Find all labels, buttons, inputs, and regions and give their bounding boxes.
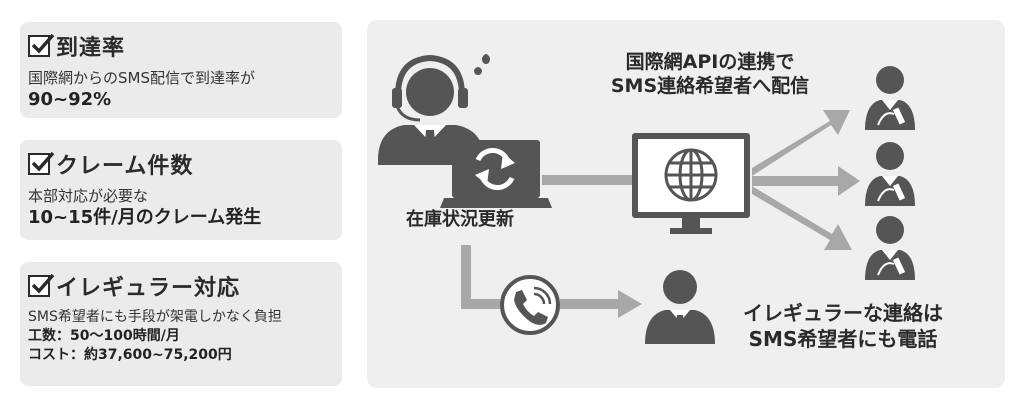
refresh-arrow-head	[475, 169, 489, 185]
irregular-call-label-line2: SMS希望者にも電話	[748, 327, 938, 351]
monitor-stand	[682, 218, 700, 228]
recipient-person-icon-bottom	[865, 216, 915, 280]
laptop-base	[440, 198, 552, 208]
phone-call-icon	[500, 275, 560, 335]
api-delivery-label-line2: SMS連絡希望者へ配信	[610, 75, 810, 97]
checkbox-icon	[28, 33, 55, 57]
irregular-call-label: イレギュラーな連絡は SMS希望者にも電話	[708, 300, 978, 352]
laptop-icon	[440, 140, 552, 208]
headset-band	[395, 54, 465, 96]
reach-rate-desc: 国際網からのSMS配信で到達率が	[28, 69, 255, 87]
complaint-count-desc: 本部対応が必要な	[28, 187, 149, 205]
reach-rate-card: 到達率 国際網からのSMS配信で到達率が 90~92%	[20, 22, 342, 118]
api-delivery-label: 国際網APIの連携で SMS連絡希望者へ配信	[575, 50, 845, 98]
arrow-to-recipient-bottom	[752, 186, 852, 250]
checkbox-icon	[28, 273, 55, 297]
irregular-handling-card: イレギュラー対応 SMS希望者にも手段が架電しかなく負担 工数：50～100時間…	[20, 262, 342, 386]
monitor-icon	[632, 133, 750, 234]
staff-person-icon	[645, 270, 715, 344]
staff-head	[663, 270, 697, 304]
complaint-count-value: 10~15件/月のクレーム発生	[28, 207, 262, 228]
arrow-to-recipient-top	[752, 110, 850, 176]
headset-left-ear	[392, 88, 402, 108]
reach-rate-title: 到達率	[56, 36, 126, 61]
reach-rate-value: 90~92%	[28, 89, 112, 110]
sweat-drop-icon	[474, 67, 482, 75]
api-delivery-label-line1: 国際網APIの連携で	[625, 51, 795, 73]
globe-icon	[664, 148, 718, 202]
connector-laptop-to-monitor	[542, 175, 637, 185]
arrows-to-recipients	[752, 110, 860, 250]
staff-tie	[675, 315, 685, 339]
laptop-screen	[452, 140, 540, 198]
signal-wave	[533, 292, 546, 305]
refresh-arrow-head	[501, 153, 515, 169]
sweat-drop-icon	[482, 54, 490, 64]
complaint-count-card: クレーム件数 本部対応が必要な 10~15件/月のクレーム発生	[20, 140, 342, 240]
recipient-person-icon-middle	[865, 142, 915, 206]
irregular-call-label-line1: イレギュラーな連絡は	[743, 301, 943, 325]
flow-connectors	[461, 175, 642, 318]
headset-mic	[395, 105, 421, 122]
complaint-count-title: クレーム件数	[56, 154, 194, 179]
monitor-foot	[670, 228, 712, 234]
recipient-person-icon-top	[865, 66, 915, 130]
irregular-handling-cost: コスト：約37,600~75,200円	[28, 347, 232, 363]
connector-laptop-to-phone	[461, 245, 500, 309]
operator-tie	[424, 130, 436, 162]
irregular-handling-hours: 工数：50～100時間/月	[28, 328, 180, 344]
operator-head	[406, 68, 454, 116]
connector-phone-to-staff	[560, 299, 620, 309]
headset-right-ear	[458, 88, 468, 108]
arrow-head-to-staff	[618, 290, 642, 318]
checkbox-icon	[28, 151, 55, 175]
inventory-update-label: 在庫状況更新	[406, 209, 514, 230]
arrow-to-recipient-middle	[752, 166, 860, 196]
phone-handset	[514, 290, 548, 325]
irregular-handling-desc: SMS希望者にも手段が架電しかなく負担	[28, 309, 282, 325]
signal-wave	[533, 286, 552, 305]
irregular-handling-title: イレギュラー対応	[56, 276, 241, 301]
